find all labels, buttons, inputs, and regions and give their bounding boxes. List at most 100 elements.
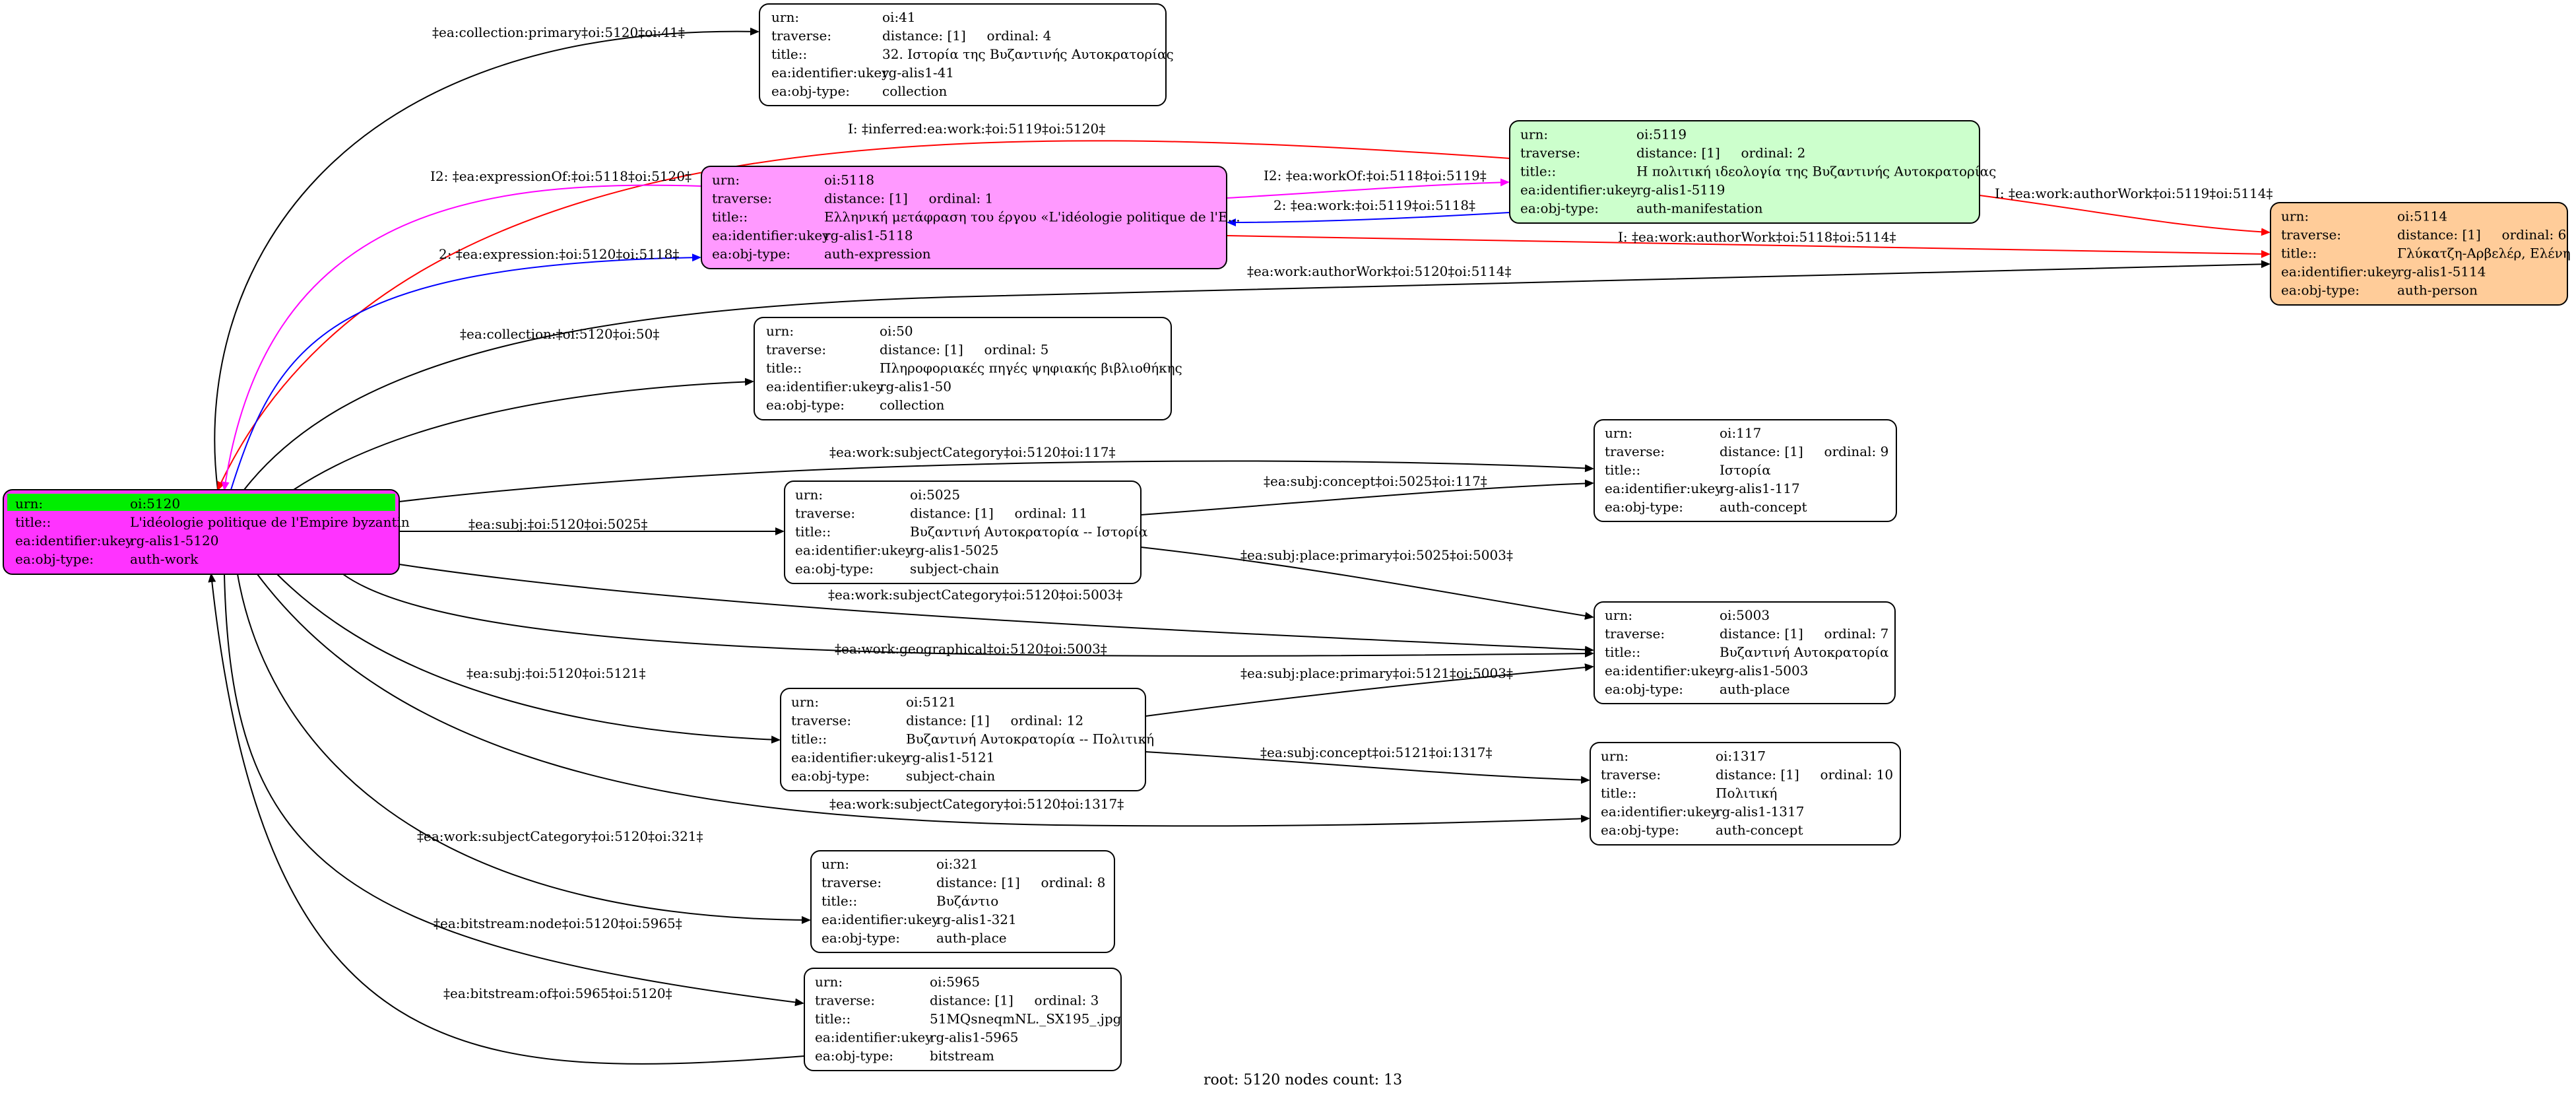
node-field-value: Πληροφοριακές πηγές ψηφιακής βιβλιοθήκης <box>880 360 1182 376</box>
edge-label: ‡ea:work:subjectCategory‡oi:5120‡oi:117‡ <box>829 444 1116 460</box>
node-box <box>1594 419 1897 522</box>
node-field-value: rg-alis1-5120 <box>130 533 218 548</box>
node-field-key: urn: <box>1601 748 1628 764</box>
edge-label: ‡ea:subj:concept‡oi:5121‡oi:1317‡ <box>1260 745 1493 760</box>
node-field-key: traverse: <box>712 191 772 207</box>
node-field-key: ea:obj-type: <box>815 1048 893 1064</box>
node-field-value: distance: [1] ordinal: 12 <box>906 713 1083 729</box>
node-box <box>804 968 1122 1071</box>
node-oi-1317[interactable]: urn: oi:1317 traverse: distance: [1] ordina… <box>1590 742 1901 846</box>
node-field-key: urn: <box>15 496 43 512</box>
node-field-value: Ελληνική μετάφραση του έργου «L'idéologi… <box>824 209 1240 225</box>
edge-line <box>1140 547 1594 620</box>
node-field-key: title:: <box>712 209 748 225</box>
node-field-key: title:: <box>1601 785 1636 801</box>
node-field-value: rg-alis1-50 <box>880 379 951 395</box>
edge-line <box>1145 663 1594 717</box>
node-field-value: distance: [1] ordinal: 8 <box>936 875 1105 890</box>
node-field-value: oi:5121 <box>906 694 956 710</box>
node-field-key: traverse: <box>2281 227 2341 243</box>
node-field-key: ea:obj-type: <box>1605 499 1683 515</box>
node-field-key: title:: <box>815 1011 851 1027</box>
node-oi-321[interactable]: urn: oi:321 traverse: distance: [1] ordinal… <box>810 850 1115 953</box>
node-field-value: auth-person <box>2397 282 2478 298</box>
node-field-key: traverse: <box>821 875 882 890</box>
node-field-key: ea:obj-type: <box>795 561 874 577</box>
edge-line <box>1227 212 1510 226</box>
node-field-value: 51MQsneqmNL._SX195_.jpg <box>930 1011 1122 1027</box>
node-field-value: distance: [1] ordinal: 11 <box>910 506 1087 521</box>
node-field-key: ea:obj-type: <box>766 397 845 413</box>
node-box <box>759 3 1167 106</box>
node-field-value: L'idéologie politique de l'Empire byzant… <box>130 514 410 530</box>
edge-label: ‡ea:collection:primary‡oi:5120‡oi:41‡ <box>432 24 685 40</box>
node-field-key: title:: <box>1605 644 1640 660</box>
node-field-value: distance: [1] ordinal: 4 <box>882 28 1051 44</box>
node-field-key: ea:obj-type: <box>2281 282 2360 298</box>
node-field-value: Γλύκατζη-Αρβελέρ, Ελένη <box>2397 246 2571 261</box>
node-field-value: subject-chain <box>906 768 995 784</box>
edge-line <box>237 574 811 924</box>
node-field-value: auth-place <box>936 930 1007 946</box>
edge-label: ‡ea:subj:place:primary‡oi:5025‡oi:5003‡ <box>1240 547 1513 563</box>
node-field-key: ea:identifier:ukey <box>766 379 884 395</box>
edge-line <box>221 184 702 491</box>
node-field-value: auth-concept <box>1716 822 1803 838</box>
node-box <box>810 850 1115 953</box>
edge-label: ‡ea:bitstream:node‡oi:5120‡oi:5965‡ <box>434 915 682 931</box>
node-box <box>2270 202 2568 306</box>
node-field-key: title:: <box>15 514 51 530</box>
node-field-key: ea:obj-type: <box>1520 201 1599 216</box>
node-field-key: ea:identifier:ukey <box>712 228 830 244</box>
node-field-value: distance: [1] ordinal: 3 <box>930 993 1099 1009</box>
node-field-value: oi:1317 <box>1716 748 1766 764</box>
node-header-highlight <box>7 494 395 511</box>
node-field-key: traverse: <box>766 342 826 358</box>
node-field-value: oi:5114 <box>2397 209 2447 224</box>
node-field-key: ea:obj-type: <box>1605 681 1683 697</box>
node-field-value: distance: [1] ordinal: 10 <box>1716 767 1893 783</box>
node-field-key: traverse: <box>1605 626 1665 642</box>
node-field-key: ea:obj-type: <box>1601 822 1679 838</box>
node-field-key: urn: <box>1605 607 1632 623</box>
node-field-key: traverse: <box>1605 444 1665 459</box>
node-field-value: rg-alis1-5119 <box>1636 182 1725 198</box>
node-box <box>1509 120 1980 224</box>
node-field-value: subject-chain <box>910 561 999 577</box>
node-field-key: title:: <box>766 360 802 376</box>
node-field-key: title:: <box>771 46 807 62</box>
node-field-key: title:: <box>821 893 857 909</box>
node-field-key: traverse: <box>771 28 831 44</box>
node-field-value: rg-alis1-5025 <box>910 543 998 558</box>
node-field-key: traverse: <box>1520 145 1580 161</box>
node-field-value: Βυζαντινή Αυτοκρατορία <box>1720 644 1888 660</box>
node-field-key: ea:identifier:ukey <box>2281 264 2399 280</box>
node-field-key: ea:identifier:ukey <box>771 65 889 81</box>
edge-line <box>224 574 804 1007</box>
node-field-value: Βυζαντινή Αυτοκρατορία -- Ιστορία <box>910 524 1147 540</box>
node-field-value: rg-alis1-5003 <box>1720 663 1808 679</box>
node-field-value: oi:5025 <box>910 487 960 503</box>
node-field-key: traverse: <box>1601 767 1661 783</box>
node-field-value: auth-manifestation <box>1636 201 1763 216</box>
node-field-key: urn: <box>2281 209 2309 224</box>
node-field-value: Η πολιτική ιδεολογία της Βυζαντινής Αυτο… <box>1636 164 1996 180</box>
edge-label: ‡ea:subj:‡oi:5120‡oi:5121‡ <box>467 665 646 681</box>
node-field-value: auth-place <box>1720 681 1790 697</box>
node-field-value: rg-alis1-1317 <box>1716 804 1804 820</box>
node-field-value: collection <box>880 397 945 413</box>
node-field-key: urn: <box>821 856 849 872</box>
node-field-value: oi:321 <box>936 856 978 872</box>
